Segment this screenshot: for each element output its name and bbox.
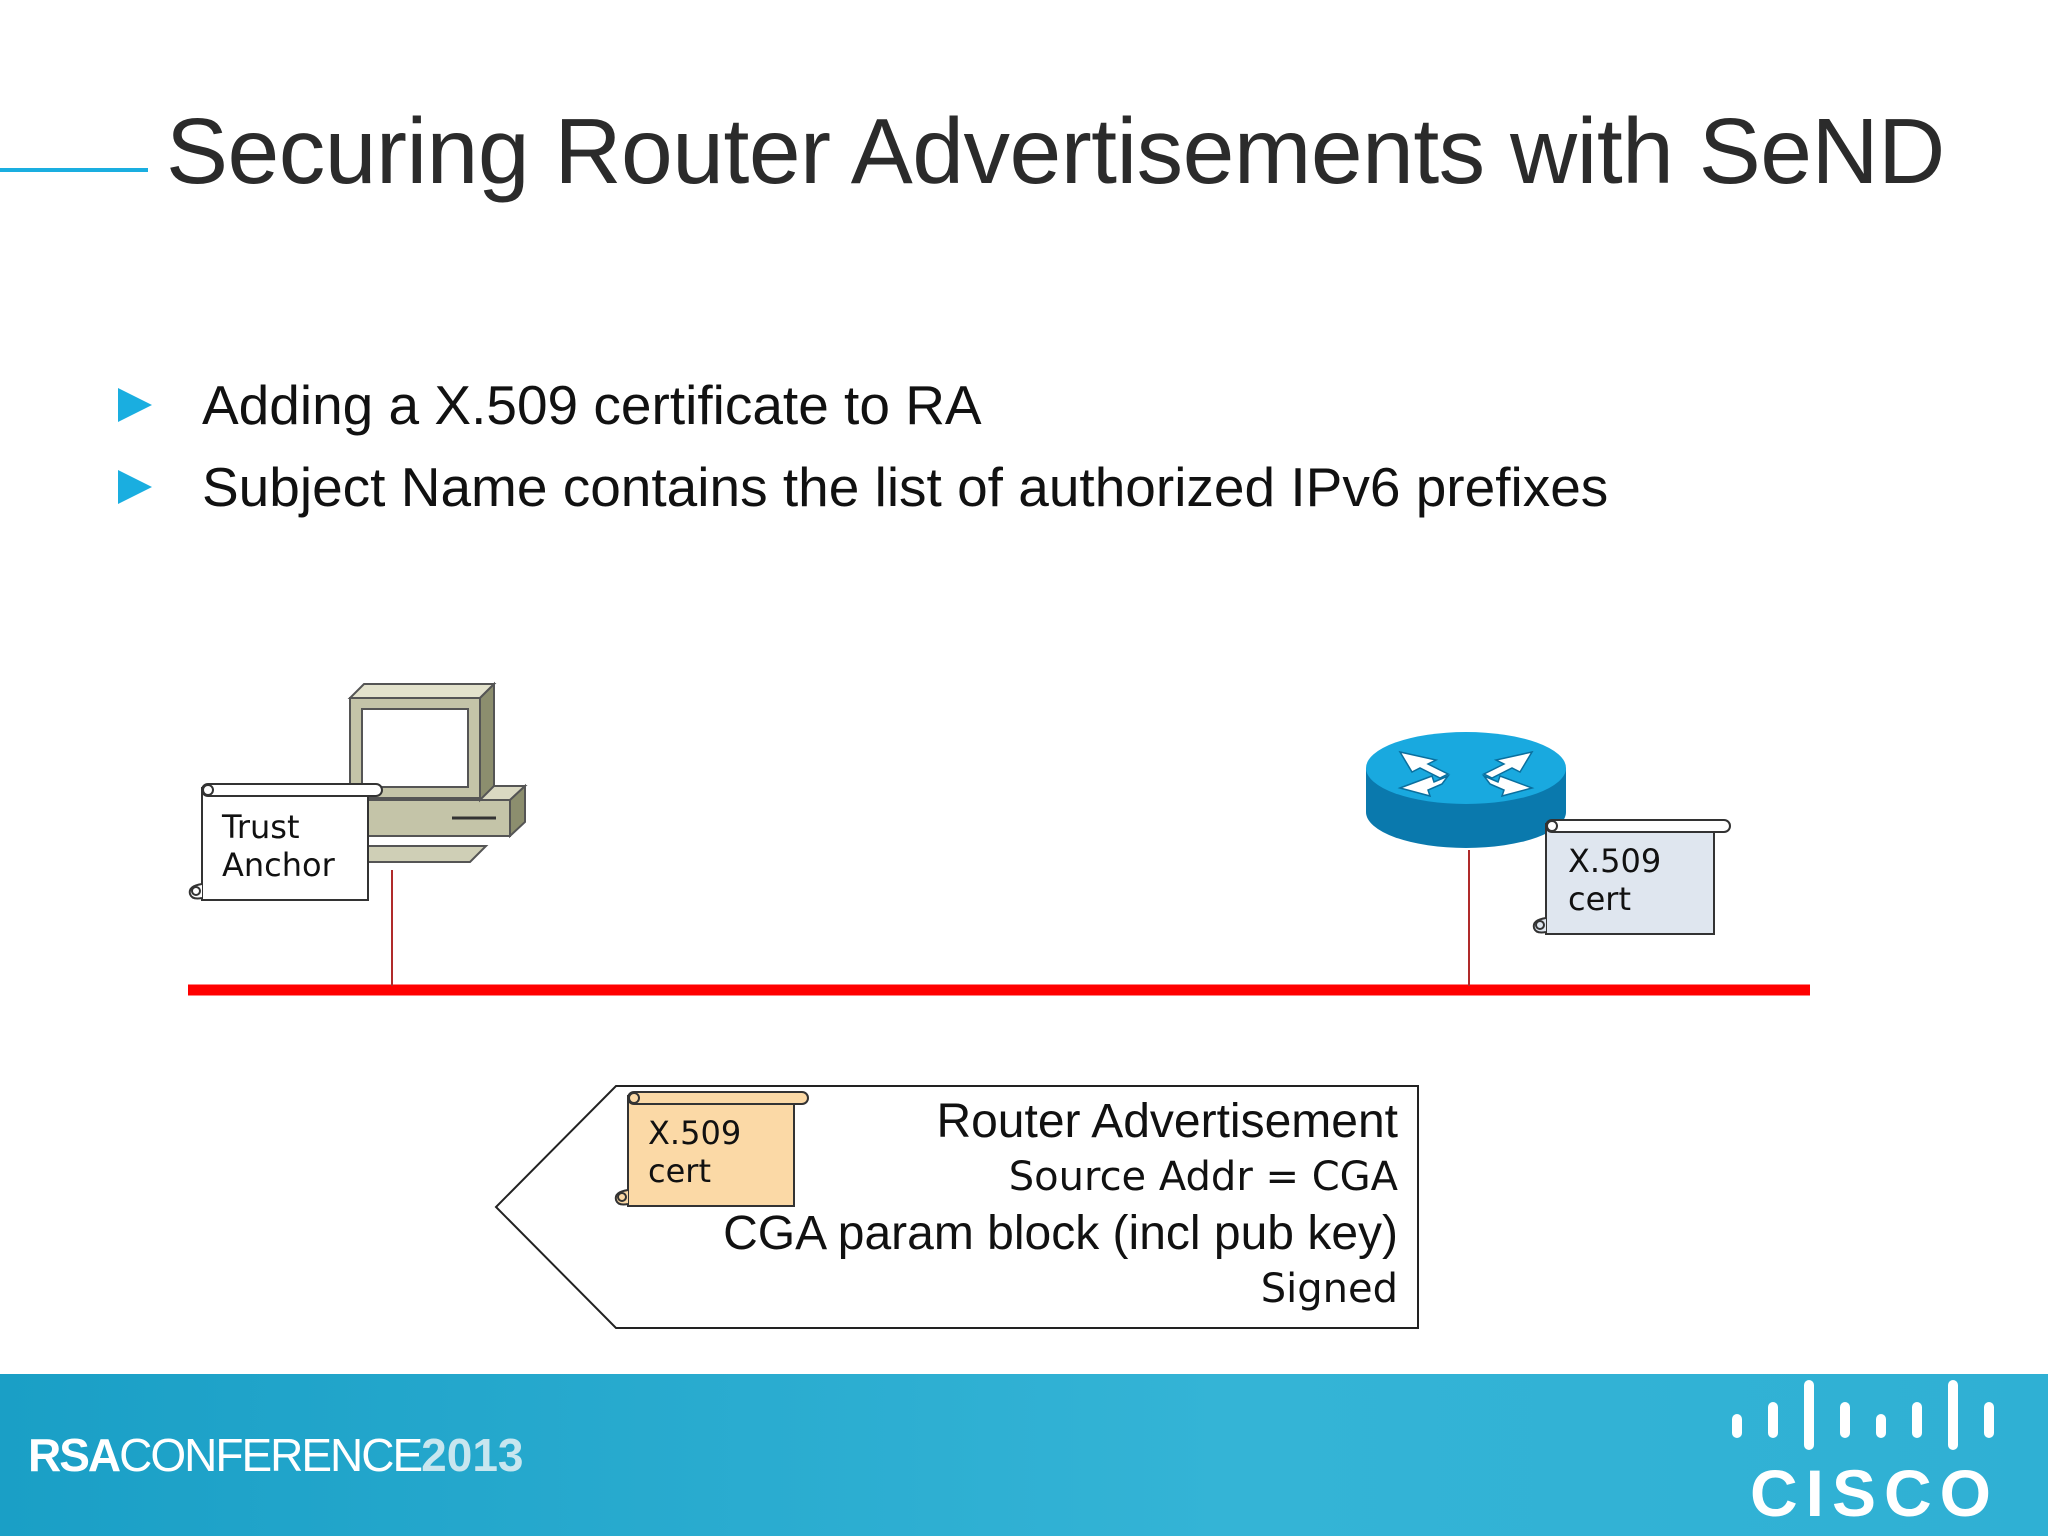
cisco-bars: [1732, 1380, 1994, 1450]
bullet-item: Adding a X.509 certificate to RA: [118, 373, 982, 437]
router-cert-label: X.509 cert: [1568, 842, 1661, 918]
trust-anchor-label: Trust Anchor: [222, 808, 335, 884]
ra-cert-scroll: [614, 1091, 809, 1207]
bullet-item: Subject Name contains the list of author…: [118, 455, 1608, 519]
bullet-triangle-icon: [118, 470, 152, 504]
router-cert-line1: X.509: [1568, 842, 1662, 880]
rsa-logo-bold: RSA: [28, 1429, 121, 1481]
ra-title: Router Advertisement: [936, 1095, 1398, 1148]
trust-anchor-line2: Anchor: [222, 846, 335, 884]
ra-cert-line2: cert: [648, 1152, 711, 1190]
rsa-conference-logo: RSACONFERENCE2013: [28, 1428, 524, 1482]
router-cert-line2: cert: [1568, 880, 1631, 918]
ra-cert-line1: X.509: [648, 1114, 742, 1152]
ra-cga-param: CGA param block (incl pub key): [723, 1207, 1398, 1260]
ra-source-addr: Source Addr = CGA: [1008, 1154, 1398, 1200]
rsa-logo-year: 2013: [421, 1429, 524, 1481]
title-accent-rule: [0, 168, 148, 172]
bullet-text: Adding a X.509 certificate to RA: [202, 374, 982, 436]
ra-signed: Signed: [1260, 1266, 1398, 1312]
cisco-bars-icon: [1732, 1380, 1994, 1450]
slide-title: Securing Router Advertisements with SeND: [166, 99, 1945, 203]
footer-bar: [0, 1374, 2048, 1536]
computer-icon: [347, 681, 528, 863]
bullet-text: Subject Name contains the list of author…: [202, 456, 1609, 518]
router-cert-scroll: [1532, 819, 1731, 935]
rsa-logo-conference: CONFERENCE: [119, 1429, 423, 1481]
bullet-triangle-icon: [118, 388, 152, 422]
trust-anchor-line1: Trust: [222, 808, 300, 846]
ra-cert-label: X.509 cert: [648, 1114, 741, 1190]
router-icon: [1366, 732, 1566, 848]
cisco-wordmark: CISCO: [1750, 1456, 2000, 1530]
trust-anchor-scroll: [188, 783, 383, 901]
